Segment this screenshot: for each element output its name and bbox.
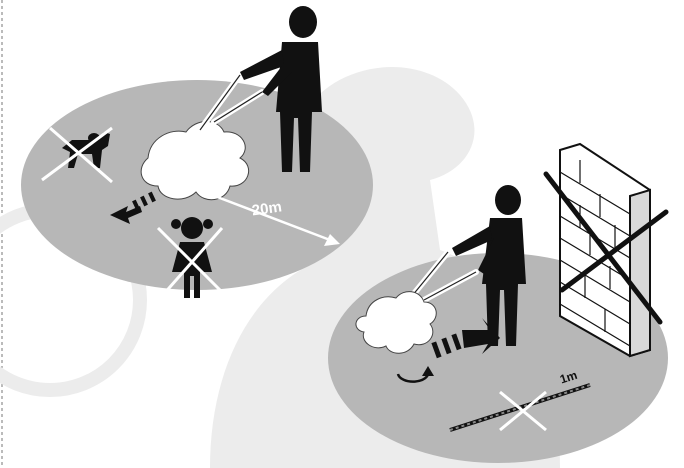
left-scene: 20m (21, 6, 373, 298)
